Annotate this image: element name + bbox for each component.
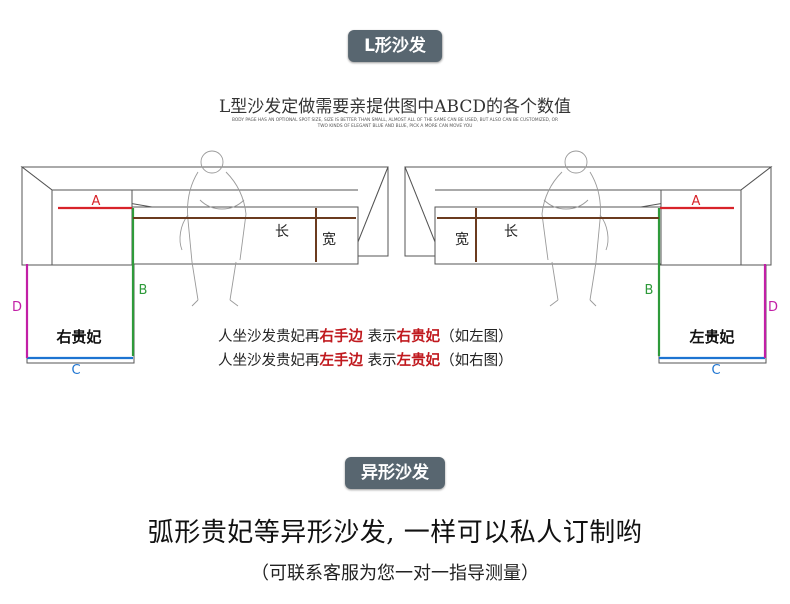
label-d-right: D	[768, 300, 778, 315]
right-chaise-sofa	[20, 165, 389, 364]
legend-line-left: 人坐沙发贵妃再左手边 表示左贵妃（如右图）	[218, 349, 513, 373]
legend-line2-mid: 表示	[363, 353, 397, 369]
label-b-right: B	[645, 283, 654, 298]
label-d-left: D	[12, 300, 22, 315]
label-a-left: A	[92, 194, 101, 209]
legend-line1-prefix: 人坐沙发贵妃再	[218, 329, 320, 345]
legend-line1-mid: 表示	[363, 329, 397, 345]
left-chaise-sofa	[404, 165, 773, 364]
legend-line2-chaise: 左贵妃	[396, 353, 441, 369]
left-chaise-label: 左贵妃	[688, 328, 734, 346]
label-b-left: B	[139, 283, 148, 298]
legend-line1-suffix: （如左图）	[440, 329, 513, 345]
fine-print: BODY PAGE HAS AN OPTIONAL SPOT SIZE, SIZ…	[0, 118, 790, 130]
fine-print-line-2: TWO KINDS OF ELEGANT BLUE AND BLUE, PICK…	[317, 124, 473, 129]
label-a-right: A	[692, 194, 701, 209]
l-sofa-diagram: A B C D 长 宽 右贵妃 A B C D 长 宽 左贵妃	[12, 150, 778, 378]
length-label-right: 长	[504, 224, 518, 240]
l-sofa-badge: L形沙发	[348, 30, 442, 62]
legend-line2-suffix: （如右图）	[440, 353, 513, 369]
legend-line1-chaise: 右贵妃	[396, 329, 441, 345]
width-label-left: 宽	[322, 231, 336, 248]
legend-line-right: 人坐沙发贵妃再右手边 表示右贵妃（如左图）	[218, 325, 513, 349]
fine-print-line-1: BODY PAGE HAS AN OPTIONAL SPOT SIZE, SIZ…	[232, 118, 558, 123]
measurement-guidance-note: （可联系客服为您一对一指导测量）	[251, 563, 539, 584]
special-shape-badge: 异形沙发	[345, 457, 445, 489]
legend-line2-prefix: 人坐沙发贵妃再	[218, 353, 320, 369]
label-c-right: C	[711, 363, 720, 378]
legend-line1-hand: 右手边	[319, 329, 364, 345]
special-shape-headline: 弧形贵妃等异形沙发, 一样可以私人订制哟	[147, 518, 643, 548]
right-chaise-label: 右贵妃	[56, 328, 101, 346]
legend-line2-hand: 左手边	[319, 353, 364, 369]
length-label-left: 长	[275, 224, 289, 240]
chaise-direction-legend: 人坐沙发贵妃再右手边 表示右贵妃（如左图） 人坐沙发贵妃再左手边 表示左贵妃（如…	[218, 325, 513, 373]
subtitle: L型沙发定做需要亲提供图中ABCD的各个数值	[218, 97, 571, 117]
width-label-right: 宽	[455, 231, 469, 248]
label-c-left: C	[71, 363, 80, 378]
